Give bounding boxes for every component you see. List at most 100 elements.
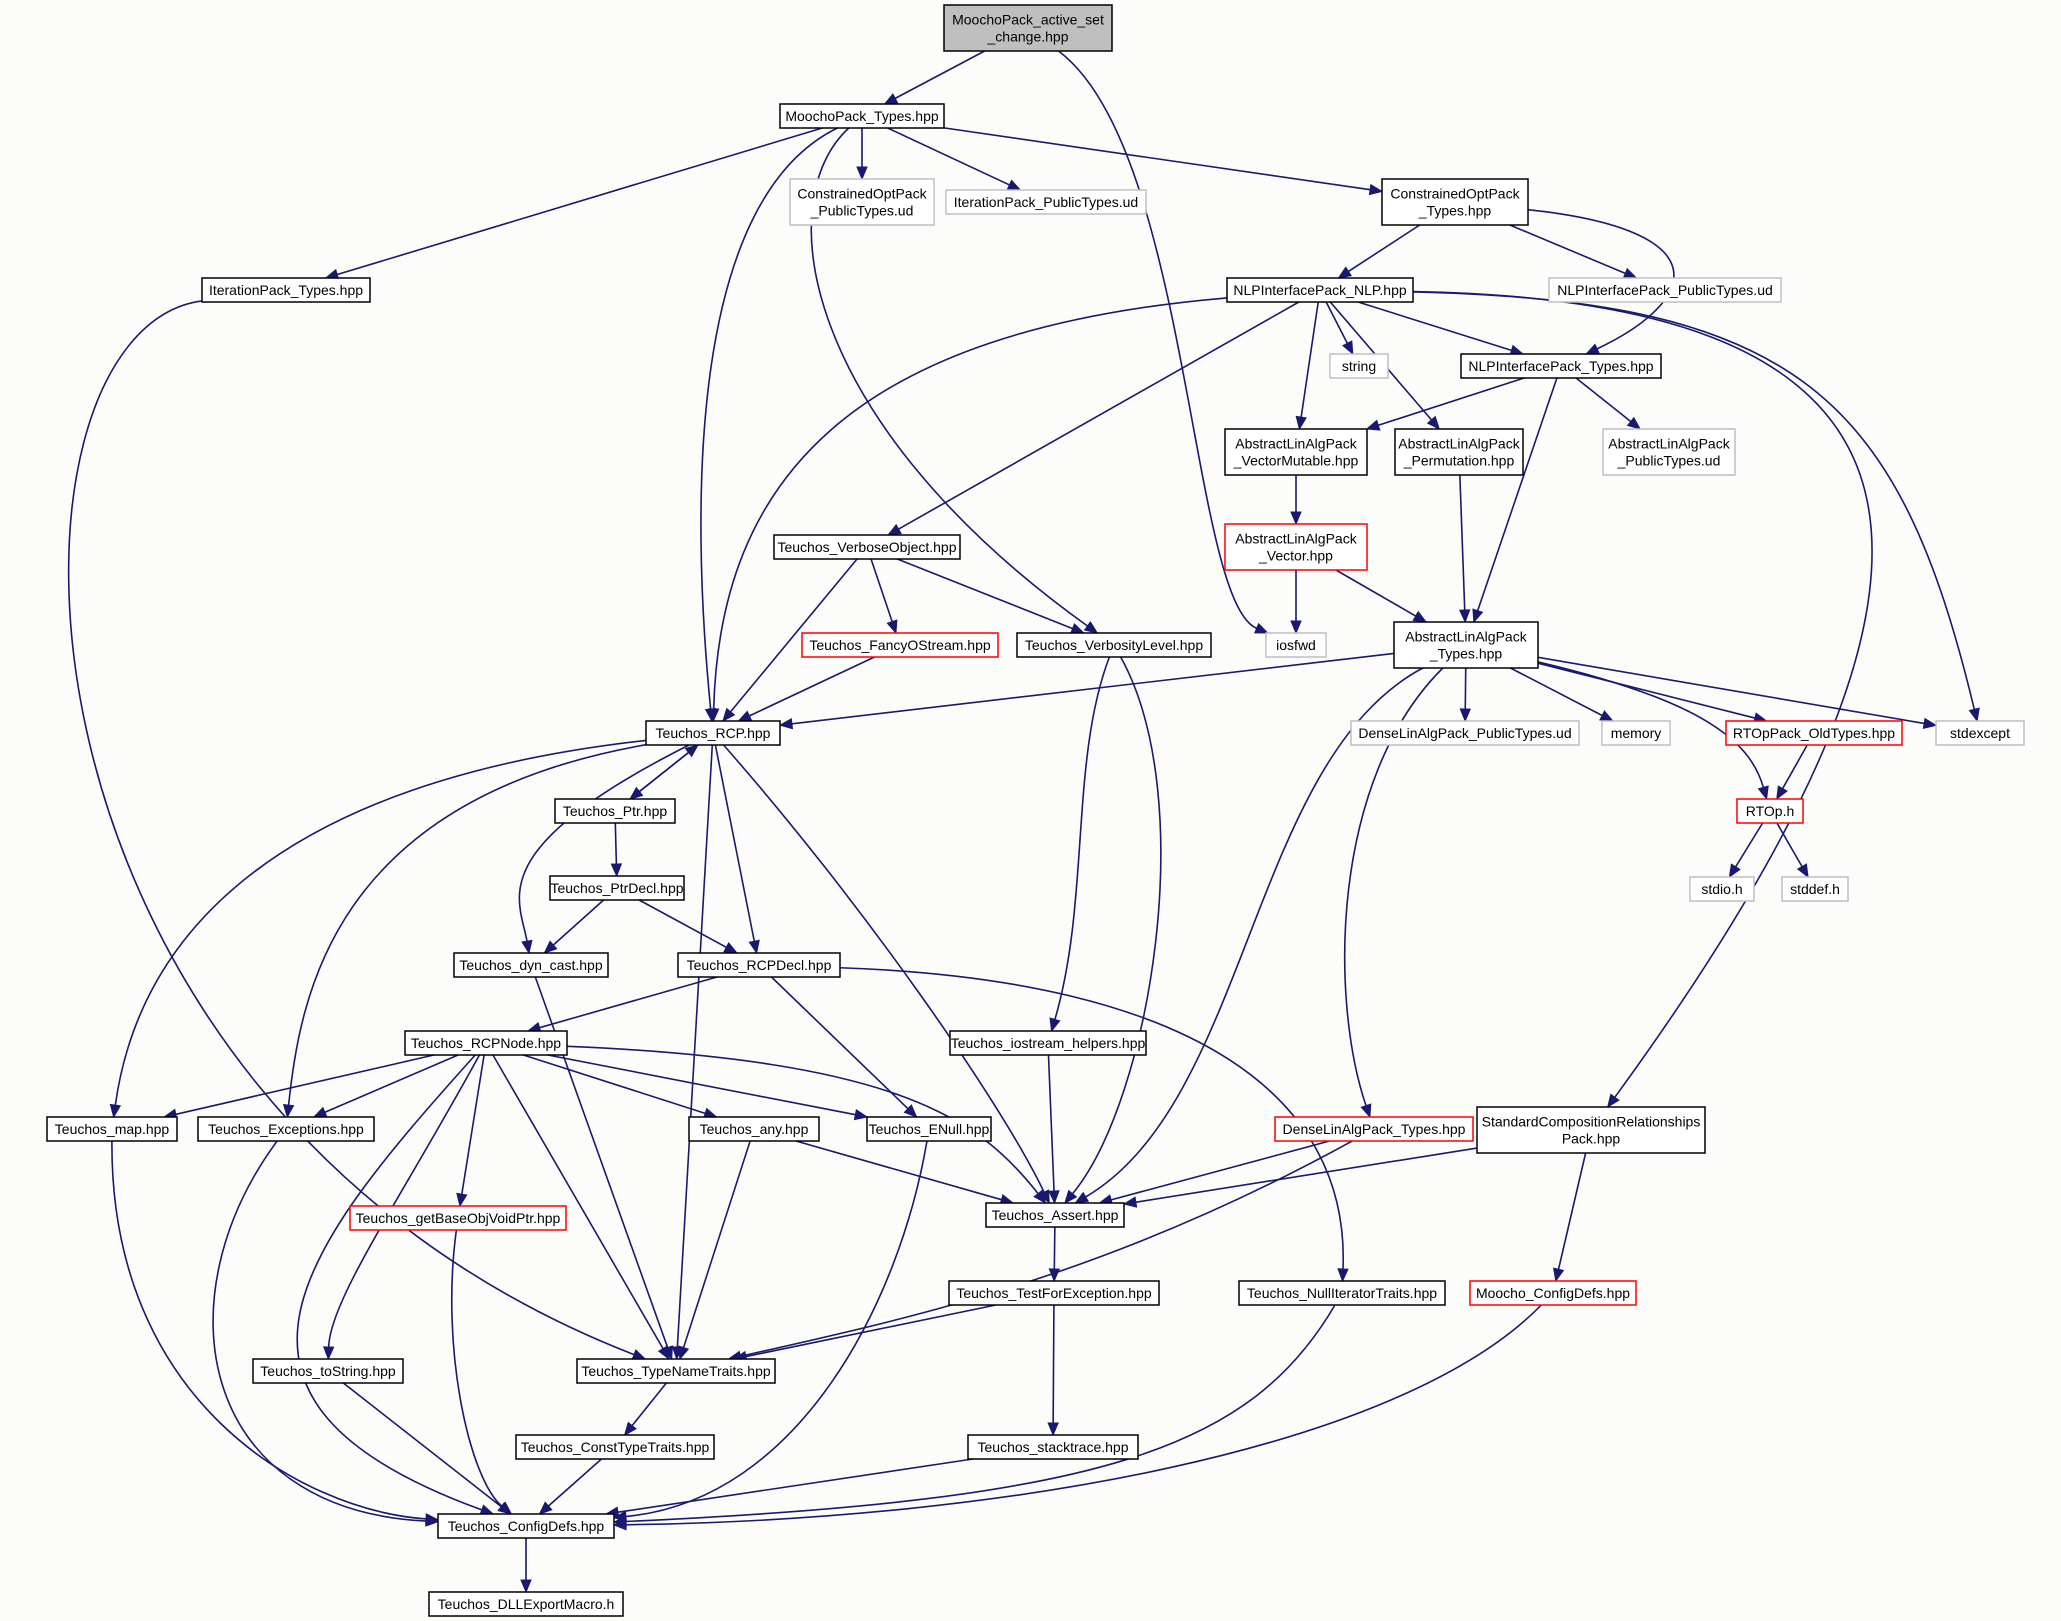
node-ala_perm[interactable]: AbstractLinAlgPack_Permutation.hpp [1394, 428, 1524, 476]
node-ala_vm[interactable]: AbstractLinAlgPack_VectorMutable.hpp [1224, 428, 1368, 476]
arrowhead-nlp-to-ala_perm [1426, 415, 1441, 430]
edge-ip_types-to-typename [67, 300, 635, 1356]
node-box-stddef [1781, 876, 1849, 902]
edge-tostring-to-configdefs [342, 1382, 502, 1508]
node-box-memory [1601, 720, 1671, 746]
node-box-ip_pub [945, 189, 1147, 215]
node-label-rtop_old: RTOpPack_OldTypes.hpp [1733, 725, 1895, 741]
edge-rcpdecl-to-nulliter [839, 966, 1344, 1270]
node-tostring[interactable]: Teuchos_toString.hpp [252, 1358, 404, 1384]
node-rcp[interactable]: Teuchos_RCP.hpp [645, 720, 781, 746]
edge-rcpnode-to-getbase [461, 1054, 485, 1195]
node-label-rcpnode: Teuchos_RCPNode.hpp [411, 1035, 561, 1051]
node-box-mp_types [779, 103, 945, 129]
edge-assert-to-testfor [1053, 1226, 1056, 1270]
edge-nlp_types-to-ala_pub [1575, 377, 1632, 423]
arrowhead-rcpnode-to-exceptions [312, 1106, 328, 1118]
node-stacktrace[interactable]: Teuchos_stacktrace.hpp [967, 1434, 1139, 1460]
node-box-testfor [948, 1280, 1160, 1306]
node-verbose[interactable]: Teuchos_VerboseObject.hpp [773, 534, 961, 560]
node-label-ip_types: IterationPack_Types.hpp [209, 282, 363, 298]
node-testfor[interactable]: Teuchos_TestForException.hpp [948, 1280, 1160, 1306]
node-label-ala_vec: AbstractLinAlgPack [1235, 531, 1357, 547]
node-label-root: _change.hpp [987, 29, 1069, 45]
node-configdefs[interactable]: Teuchos_ConfigDefs.hpp [437, 1513, 615, 1539]
node-nlp_types[interactable]: NLPInterfacePack_Types.hpp [1460, 353, 1662, 379]
edge-verbosity-to-iohelpers [1054, 656, 1111, 1020]
node-rcpdecl[interactable]: Teuchos_RCPDecl.hpp [677, 952, 841, 978]
arrowhead-ala_types-to-dla_types [1360, 1103, 1372, 1119]
node-getbase[interactable]: Teuchos_getBaseObjVoidPtr.hpp [349, 1205, 567, 1231]
node-ptr[interactable]: Teuchos_Ptr.hpp [554, 798, 676, 824]
arrowhead-rcpnode-to-getbase [456, 1192, 468, 1208]
node-label-exceptions: Teuchos_Exceptions.hpp [208, 1121, 364, 1137]
arrowhead-typename-to-consttype [623, 1421, 637, 1437]
node-assert[interactable]: Teuchos_Assert.hpp [985, 1202, 1125, 1228]
node-map[interactable]: Teuchos_map.hpp [46, 1116, 178, 1142]
node-ip_types[interactable]: IterationPack_Types.hpp [201, 277, 371, 303]
node-rcpnode[interactable]: Teuchos_RCPNode.hpp [404, 1030, 568, 1056]
arrowhead-nlp-to-rcp [707, 708, 720, 723]
arrowhead-verbosity-to-iohelpers [1049, 1017, 1061, 1033]
node-stdio: stdio.h [1689, 876, 1755, 902]
edge-nlp-to-rcp [712, 297, 1228, 710]
arrowhead-configdefs-to-dllexport [520, 1579, 532, 1594]
arrowhead-ala_types-to-rtop [1757, 785, 1769, 801]
node-nlp[interactable]: NLPInterfacePack_NLP.hpp [1226, 277, 1414, 303]
node-label-ala_vec: _Vector.hpp [1258, 548, 1333, 564]
edge-rcpdecl-to-enull [770, 976, 909, 1110]
node-box-ptrdecl [549, 875, 685, 901]
node-box-enull [866, 1116, 992, 1142]
node-ptrdecl[interactable]: Teuchos_PtrDecl.hpp [549, 875, 685, 901]
node-label-root: MoochoPack_active_set [952, 12, 1104, 28]
node-fancy[interactable]: Teuchos_FancyOStream.hpp [801, 632, 999, 658]
node-dllexport[interactable]: Teuchos_DLLExportMacro.h [428, 1591, 624, 1617]
node-label-nlp: NLPInterfacePack_NLP.hpp [1233, 282, 1407, 298]
edge-ptr-to-ptrdecl [614, 822, 618, 865]
node-label-assert: Teuchos_Assert.hpp [992, 1207, 1119, 1223]
arrowhead-rcpdecl-to-enull [903, 1104, 918, 1118]
edge-layer [67, 50, 1980, 1594]
node-box-nlp [1226, 277, 1414, 303]
node-ala_types[interactable]: AbstractLinAlgPack_Types.hpp [1393, 621, 1539, 669]
node-moocho_cfg[interactable]: Moocho_ConfigDefs.hpp [1469, 1280, 1637, 1306]
edge-mp_types-to-rcp [700, 127, 838, 710]
arrowhead-root-to-mp_types [883, 93, 899, 105]
edge-rtop-to-stddef [1776, 822, 1803, 868]
node-typename[interactable]: Teuchos_TypeNameTraits.hpp [576, 1358, 776, 1384]
node-box-stdio [1689, 876, 1755, 902]
node-label-rcp: Teuchos_RCP.hpp [656, 725, 771, 741]
node-mp_types[interactable]: MoochoPack_Types.hpp [779, 103, 945, 129]
arrowhead-rcpdecl-to-nulliter [1337, 1268, 1349, 1283]
node-nulliter[interactable]: Teuchos_NullIteratorTraits.hpp [1238, 1280, 1446, 1306]
node-layer: MoochoPack_active_set_change.hppMoochoPa… [46, 4, 2025, 1617]
node-exceptions[interactable]: Teuchos_Exceptions.hpp [197, 1116, 375, 1142]
node-dla_types[interactable]: DenseLinAlgPack_Types.hpp [1274, 1116, 1474, 1142]
node-verbosity[interactable]: Teuchos_VerbosityLevel.hpp [1016, 632, 1212, 658]
node-dyncast[interactable]: Teuchos_dyn_cast.hpp [453, 952, 609, 978]
edge-getbase-to-configdefs [451, 1229, 503, 1507]
arrowhead-moocho_cfg-to-configdefs [612, 1518, 627, 1531]
node-label-any: Teuchos_any.hpp [700, 1121, 809, 1137]
node-consttype[interactable]: Teuchos_ConstTypeTraits.hpp [515, 1434, 715, 1460]
edge-consttype-to-configdefs [547, 1458, 603, 1507]
node-rtop_old[interactable]: RTOpPack_OldTypes.hpp [1725, 720, 1903, 746]
node-box-ala_pub [1602, 428, 1736, 476]
arrowhead-verbose-to-verbosity [1070, 623, 1085, 634]
arrowhead-rcp-to-rcpdecl [748, 939, 760, 955]
node-enull[interactable]: Teuchos_ENull.hpp [866, 1116, 992, 1142]
edge-enull-to-configdefs [625, 1140, 928, 1518]
node-box-ala_vec [1224, 523, 1368, 571]
arrowhead-tostring-to-configdefs [497, 1501, 512, 1515]
arrowhead-verbose-to-fancy [886, 619, 898, 635]
node-ala_vec[interactable]: AbstractLinAlgPack_Vector.hpp [1224, 523, 1368, 571]
node-any[interactable]: Teuchos_any.hpp [688, 1116, 820, 1142]
edge-dla_types-to-assert [1110, 1140, 1330, 1201]
node-iohelpers[interactable]: Teuchos_iostream_helpers.hpp [949, 1030, 1147, 1056]
arrowhead-nlp-to-string [1342, 340, 1354, 356]
node-label-scr: StandardCompositionRelationships [1482, 1114, 1701, 1130]
node-rtop[interactable]: RTOp.h [1736, 798, 1804, 824]
node-cop_types[interactable]: ConstrainedOptPack_Types.hpp [1381, 178, 1529, 226]
